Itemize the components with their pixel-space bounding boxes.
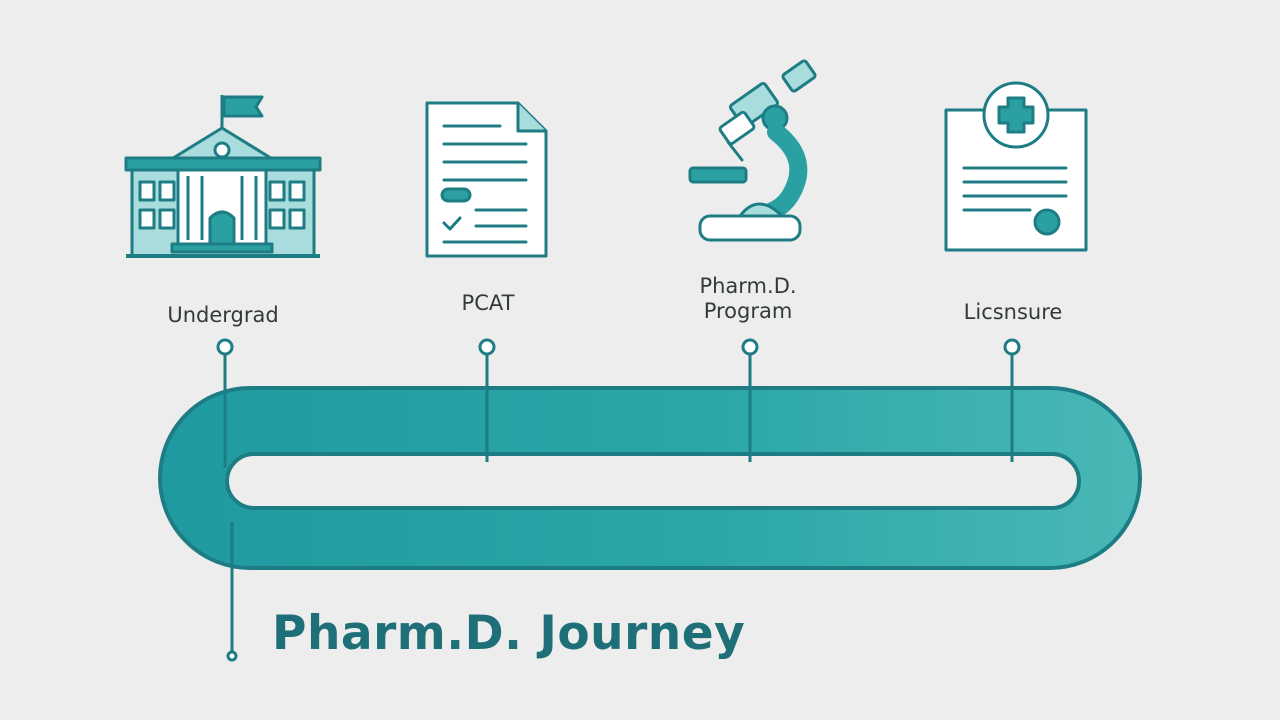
stage-pin-licensure bbox=[1003, 338, 1021, 462]
stage-label-licensure: Licsnsure bbox=[963, 300, 1063, 324]
stage-label-undergrad: Undergrad bbox=[167, 303, 279, 327]
journey-track bbox=[158, 386, 1142, 570]
stage-pin-pcat bbox=[478, 338, 496, 462]
test-document-icon bbox=[425, 101, 548, 258]
stage-label-pcat: PCAT bbox=[461, 291, 515, 315]
university-building-icon bbox=[124, 95, 322, 258]
stage-label-pharmd-program: Pharm.D. Program bbox=[699, 274, 797, 323]
stage-pin-pharmd-program bbox=[741, 338, 759, 462]
microscope-icon bbox=[688, 59, 817, 242]
stage-pin-undergrad bbox=[216, 338, 234, 468]
medical-license-icon bbox=[944, 81, 1088, 252]
title-pin bbox=[226, 522, 238, 662]
diagram-title: Pharm.D. Journey bbox=[272, 606, 746, 661]
